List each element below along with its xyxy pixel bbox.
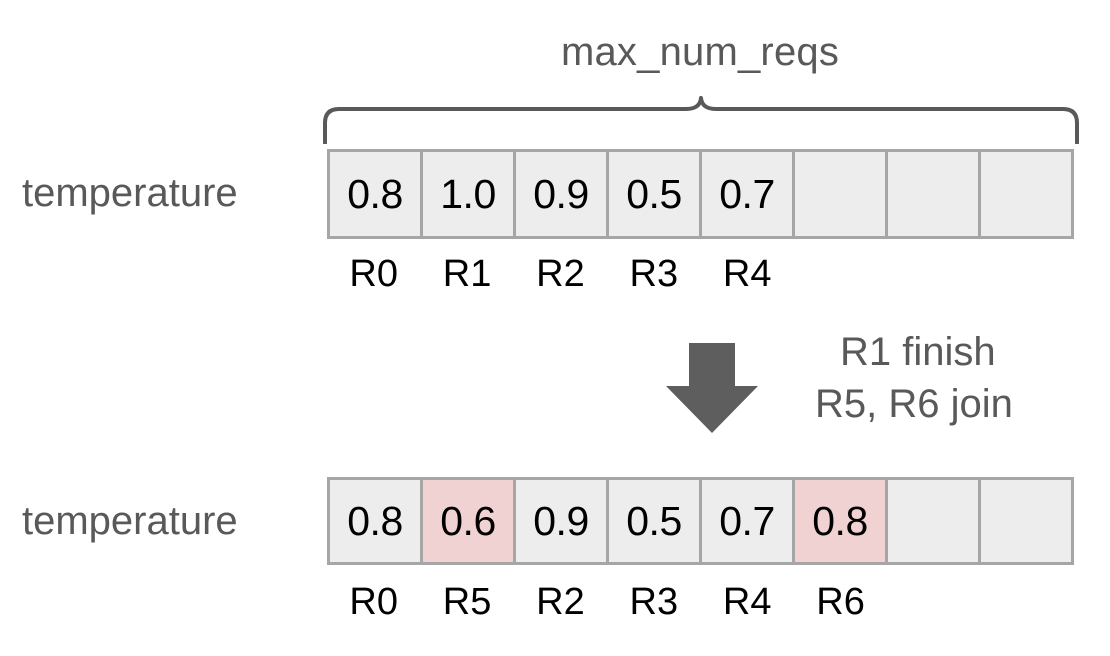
array-cell[interactable]: 0.7: [702, 480, 795, 562]
array-cell[interactable]: 0.9: [516, 152, 609, 236]
array-cell[interactable]: 0.5: [609, 480, 702, 562]
transition-note-line-2: R5, R6 join: [815, 382, 1013, 426]
temperature-array-after: 0.8 0.6 0.9 0.5 0.7 0.8: [327, 477, 1074, 565]
array-cell-empty[interactable]: [795, 152, 888, 236]
request-ticks-after: R0 R5 R2 R3 R4 R6: [327, 580, 1074, 624]
array-cell[interactable]: 0.5: [609, 152, 702, 236]
request-tick: R4: [722, 581, 772, 623]
request-tick: R2: [536, 253, 585, 295]
max-num-reqs-label: max_num_reqs: [0, 26, 1110, 78]
array-cell-empty[interactable]: [981, 480, 1071, 562]
array-cell-empty[interactable]: [888, 152, 981, 236]
array-cell[interactable]: 1.0: [423, 152, 516, 236]
request-tick-empty: [981, 580, 1074, 624]
request-tick: R0: [349, 581, 398, 623]
curly-brace-top-icon: [323, 96, 1079, 144]
row-label-temperature-after: temperature: [22, 499, 238, 543]
array-cell[interactable]: 0.8: [330, 152, 423, 236]
request-tick: R6: [816, 581, 865, 623]
max-num-reqs-label-text: max_num_reqs: [560, 30, 840, 74]
request-tick-empty: [794, 252, 887, 296]
array-cell[interactable]: 0.7: [702, 152, 795, 236]
row-label-temperature-before: temperature: [22, 171, 238, 215]
transition-note: R1 finish R5, R6 join: [815, 326, 1013, 430]
request-tick: R1: [442, 253, 492, 295]
request-tick: R4: [722, 253, 772, 295]
temperature-array-before: 0.8 1.0 0.9 0.5 0.7: [327, 149, 1074, 239]
request-tick: R3: [629, 253, 679, 295]
request-tick-empty: [887, 252, 980, 296]
down-arrow-icon: [666, 343, 758, 433]
request-tick: R0: [349, 253, 398, 295]
request-tick: R5: [442, 581, 492, 623]
array-cell-empty[interactable]: [981, 152, 1071, 236]
request-tick-empty: [981, 252, 1074, 296]
transition-note-line-1: R1 finish: [840, 330, 996, 374]
request-tick: R2: [536, 581, 585, 623]
request-ticks-before: R0 R1 R2 R3 R4: [327, 252, 1074, 296]
array-cell-empty[interactable]: [888, 480, 981, 562]
array-cell[interactable]: 0.9: [516, 480, 609, 562]
request-tick-empty: [887, 580, 980, 624]
array-cell-highlighted[interactable]: 0.6: [423, 480, 516, 562]
request-tick: R3: [629, 581, 679, 623]
array-cell-highlighted[interactable]: 0.8: [795, 480, 888, 562]
array-cell[interactable]: 0.8: [330, 480, 423, 562]
